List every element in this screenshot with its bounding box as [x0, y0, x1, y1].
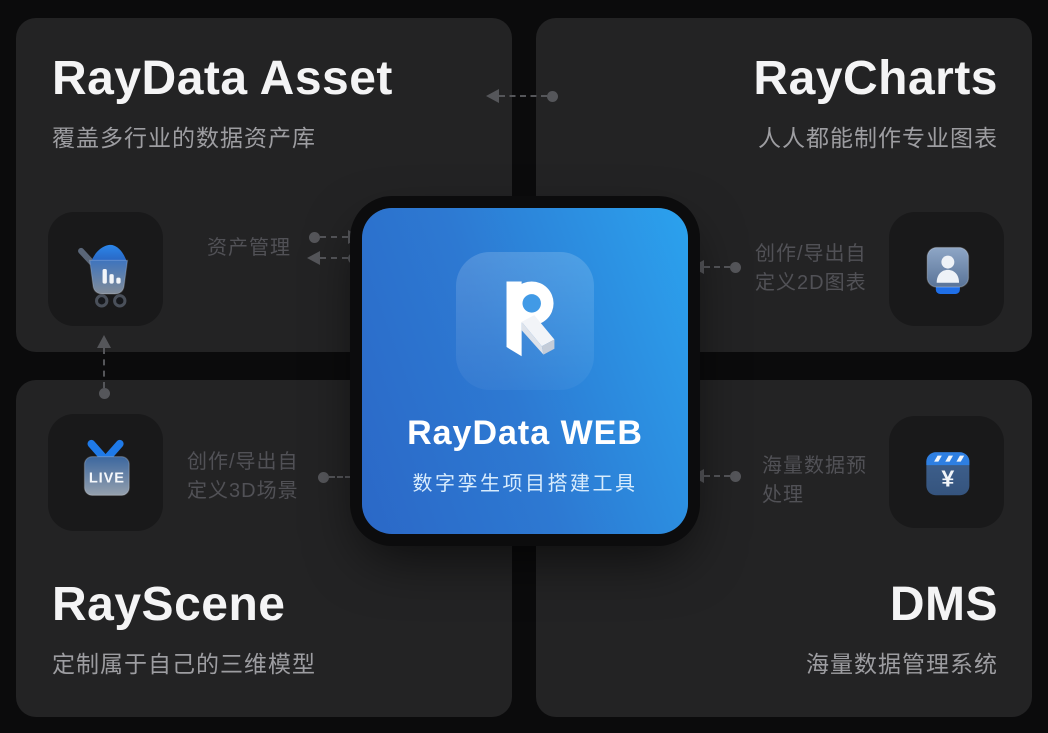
- arrow-dot-icon: [730, 261, 741, 273]
- arrow-dot-icon: [348, 252, 359, 264]
- asset-cart-chart-icon: [77, 244, 128, 308]
- arrow-scene-to-asset: [97, 335, 111, 399]
- arrow-asset-manage-to-web: [309, 230, 361, 244]
- arrow-web-to-asset-manage: [307, 251, 359, 265]
- label-create-2d-charts: 创作/导出自 定义2D图表: [755, 240, 867, 298]
- dms-heading: DMS 海量数据管理系统: [806, 578, 998, 679]
- label-create-3d-scene: 创作/导出自 定义3D场景: [187, 448, 299, 506]
- label-asset-manage-text: 资产管理: [207, 237, 291, 259]
- charts-heading: RayCharts 人人都能制作专业图表: [753, 52, 998, 153]
- arrow-charts-to-asset: [486, 89, 558, 103]
- charts-user-board-icon: [926, 246, 969, 294]
- label-3d-line2: 定义3D场景: [187, 480, 299, 502]
- arrowhead-left-icon: [691, 469, 704, 483]
- arrow-dot-icon: [98, 388, 110, 399]
- center-title: RayData WEB: [407, 414, 643, 452]
- label-3d-line1: 创作/导出自: [187, 451, 299, 473]
- label-preprocess-line2: 处理: [762, 484, 804, 506]
- dms-title: DMS: [889, 578, 998, 632]
- charts-subtitle: 人人都能制作专业图表: [758, 124, 998, 151]
- live-text: LIVE: [88, 470, 124, 486]
- raydata-web-card: RayData WEB 数字孪生项目搭建工具: [362, 208, 688, 534]
- dms-subtitle: 海量数据管理系统: [806, 651, 998, 677]
- scene-live-tv-icon: LIVE: [83, 439, 130, 496]
- label-asset-manage: 资产管理: [207, 234, 291, 263]
- asset-subtitle: 覆盖多行业的数据资产库: [52, 124, 316, 151]
- dms-yen-data-icon: ¥: [925, 452, 969, 496]
- label-data-preprocess: 海量数据预 处理: [762, 452, 867, 510]
- charts-title: RayCharts: [753, 52, 998, 105]
- label-2d-line1: 创作/导出自: [755, 243, 867, 265]
- raydata-r-logo-icon: [506, 281, 555, 357]
- yen-symbol: ¥: [941, 466, 954, 492]
- arrow-dot-icon: [318, 471, 329, 483]
- label-2d-line2: 定义2D图表: [755, 272, 867, 294]
- arrow-scene-to-web: [318, 470, 364, 484]
- scene-icon-tile: LIVE: [48, 414, 163, 531]
- arrow-dot-icon: [547, 90, 558, 102]
- arrowhead-left-icon: [486, 89, 499, 103]
- label-preprocess-line1: 海量数据预: [762, 455, 867, 477]
- arrowhead-right-icon: [351, 470, 364, 484]
- arrowhead-right-icon: [348, 230, 361, 244]
- asset-heading: RayData Asset 覆盖多行业的数据资产库: [52, 52, 393, 153]
- dms-icon-tile: ¥: [889, 416, 1004, 528]
- arrow-web-to-charts: [691, 260, 741, 274]
- center-subtitle: 数字孪生项目搭建工具: [412, 473, 638, 495]
- scene-title: RayScene: [52, 578, 286, 632]
- scene-heading: RayScene 定制属于自己的三维模型: [52, 578, 316, 679]
- arrowhead-left-icon: [307, 251, 320, 265]
- scene-subtitle: 定制属于自己的三维模型: [52, 651, 316, 677]
- arrowhead-left-icon: [691, 260, 704, 274]
- arrowhead-up-icon: [97, 335, 111, 348]
- charts-icon-tile: [889, 212, 1004, 326]
- asset-icon-tile: [48, 212, 163, 326]
- arrow-web-to-dms: [691, 469, 741, 483]
- arrow-dot-icon: [730, 470, 741, 482]
- asset-title: RayData Asset: [52, 52, 393, 105]
- arrow-dot-icon: [309, 231, 320, 243]
- raydata-app-icon: [456, 252, 594, 390]
